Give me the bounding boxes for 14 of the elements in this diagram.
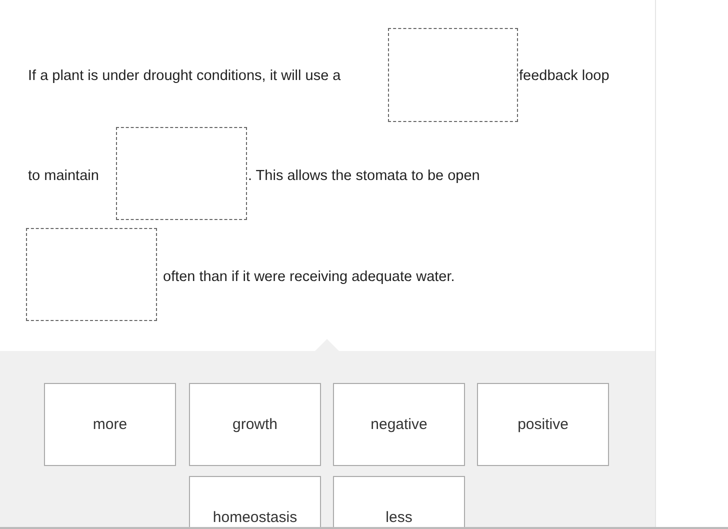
drop-zone [388,28,518,122]
answer-tile: more [44,383,176,466]
answer-tile: less [333,476,465,527]
answer-tile: growth [189,383,321,466]
sentence-text: . This allows the stomata to be open [248,167,480,185]
sentence-text: feedback loop [519,67,610,85]
sentence-text: often than if it were receiving adequate water. [163,268,455,286]
drop-zone [26,228,157,321]
answer-tile: negative [333,383,465,466]
answer-tile: positive [477,383,609,466]
sentence-text: to maintain [28,167,99,185]
drop-zone [116,127,247,220]
answer-tile: homeostasis [189,476,321,527]
sentence-text: If a plant is under drought conditions, it will use a [28,67,341,85]
